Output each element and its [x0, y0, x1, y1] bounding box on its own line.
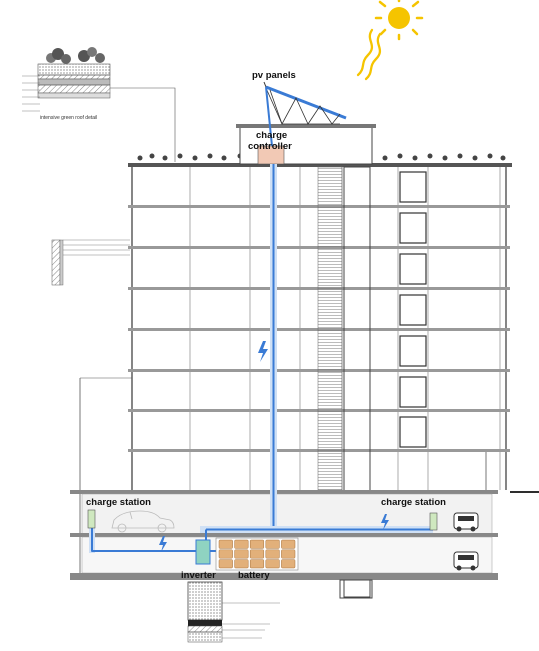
charge-station-left-label: charge station — [86, 497, 151, 508]
lightning-bolt-icon — [381, 514, 389, 530]
wall-detail — [51, 239, 130, 286]
car-icon — [453, 512, 479, 532]
battery-cell — [249, 559, 265, 569]
battery-cell — [234, 539, 249, 549]
charge-station-icon — [429, 512, 438, 531]
foundation-detail — [187, 581, 280, 643]
car-icon — [111, 510, 175, 533]
lightning-bolt-icon — [258, 341, 268, 362]
battery-bank — [215, 537, 299, 571]
car-icon — [453, 551, 479, 571]
charge-station-icon — [87, 509, 96, 529]
battery-cell — [265, 559, 280, 569]
charge-controller-label: charge — [256, 130, 287, 141]
battery-label: battery — [238, 570, 270, 581]
plants-icon — [46, 47, 105, 64]
battery-cell — [281, 559, 296, 569]
pv-panels-label: pv panels — [252, 70, 296, 81]
battery-cell — [265, 549, 280, 559]
sun-icon — [356, 0, 424, 81]
green-roof-label: intensive green roof detail — [40, 115, 97, 121]
battery-cell — [281, 549, 296, 559]
inverter-label: inverter — [181, 570, 216, 581]
lightning-bolt-icon — [159, 536, 167, 552]
battery-cell — [249, 539, 265, 549]
charge-controller-label: controller — [248, 141, 292, 152]
green-roof-detail: intensive green roof detail — [22, 47, 176, 162]
battery-cell — [218, 549, 233, 559]
battery-cell — [234, 549, 249, 559]
charge-station-right-label: charge station — [381, 497, 446, 508]
battery-cell — [265, 539, 280, 549]
battery-cell — [218, 559, 233, 569]
pv-panels — [263, 81, 347, 125]
battery-cell — [281, 539, 296, 549]
battery-cell — [249, 549, 265, 559]
inverter — [195, 539, 211, 565]
battery-cell — [218, 539, 233, 549]
battery-cell — [234, 559, 249, 569]
